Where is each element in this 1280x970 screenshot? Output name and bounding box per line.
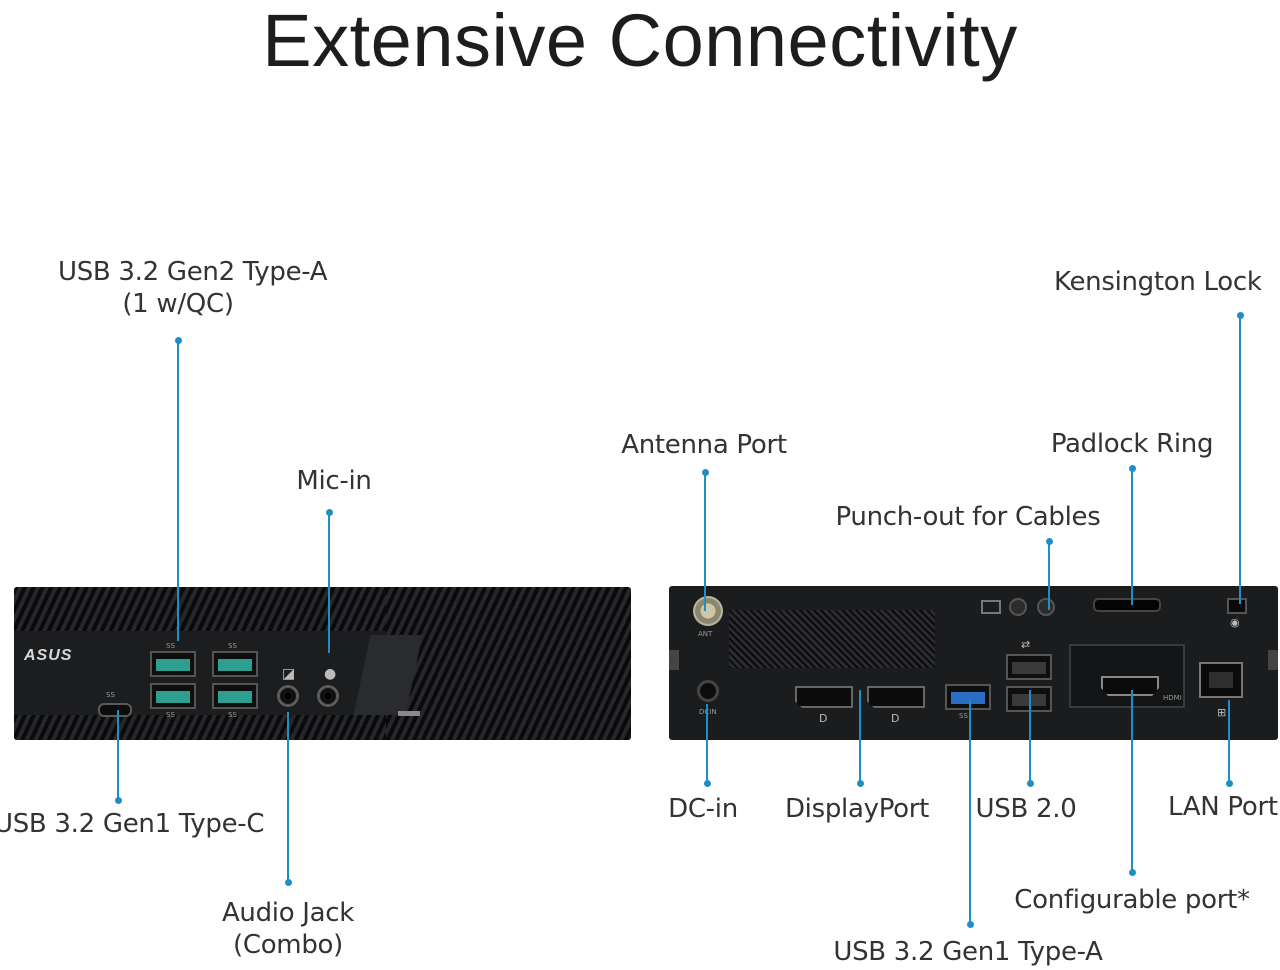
displayport-icon: D bbox=[819, 712, 828, 725]
label-antenna-port: Antenna Port bbox=[621, 430, 787, 460]
label-usb-gen2: USB 3.2 Gen2 Type-A (1 w/QC) bbox=[58, 257, 328, 319]
callout-dot bbox=[704, 780, 711, 787]
callout-dot bbox=[1129, 869, 1136, 876]
callout-line bbox=[117, 710, 119, 800]
callout-dot bbox=[175, 337, 182, 344]
label-mic-in: Mic-in bbox=[296, 466, 372, 496]
rear-vent bbox=[729, 610, 935, 668]
usb-gen2-port-3 bbox=[150, 683, 196, 709]
punch-out-slot bbox=[981, 600, 1001, 614]
callout-line bbox=[1131, 469, 1133, 605]
usb-gen2-port-1 bbox=[150, 651, 196, 677]
callout-line bbox=[706, 704, 708, 784]
asus-logo: ASUS bbox=[24, 647, 73, 664]
callout-line bbox=[969, 700, 971, 924]
power-indicator bbox=[398, 711, 420, 716]
padlock-ring bbox=[1093, 598, 1161, 612]
usb-ss-icon: SS bbox=[228, 642, 237, 650]
punch-out-hole bbox=[1009, 598, 1027, 616]
callout-dot bbox=[115, 797, 122, 804]
label-dc-in: DC-in bbox=[668, 794, 738, 824]
front-panel-device: ASUS SS SS SS SS SS ◪ ● bbox=[14, 587, 631, 740]
usb-ss-icon: SS bbox=[166, 711, 175, 719]
audio-combo-jack bbox=[277, 685, 299, 707]
microphone-icon: ● bbox=[324, 666, 337, 682]
label-audio-jack: Audio Jack (Combo) bbox=[221, 898, 355, 960]
lan-port-inner bbox=[1209, 672, 1233, 688]
callout-dot bbox=[702, 469, 709, 476]
callout-dot bbox=[1046, 538, 1053, 545]
usb-gen2-port-4 bbox=[212, 683, 258, 709]
displayport-2 bbox=[867, 686, 925, 708]
network-icon: ⊞ bbox=[1217, 706, 1227, 719]
rear-panel-device: ANT DCIN D D SS ⇄ ◉ HDMI ⊞ bbox=[669, 586, 1278, 740]
headphone-icon: ◪ bbox=[282, 666, 296, 682]
label-usb-typec: USB 3.2 Gen1 Type-C bbox=[0, 809, 265, 839]
mic-jack bbox=[317, 685, 339, 707]
callout-line bbox=[1228, 700, 1230, 784]
callout-dot bbox=[285, 879, 292, 886]
callout-dot bbox=[1129, 465, 1136, 472]
usb-ss-icon: SS bbox=[228, 711, 237, 719]
callout-line bbox=[1131, 690, 1133, 872]
callout-line bbox=[859, 690, 861, 784]
hdmi-port bbox=[1101, 676, 1159, 696]
label-kensington-lock: Kensington Lock bbox=[1054, 267, 1262, 297]
callout-line bbox=[704, 473, 706, 611]
label-displayport: DisplayPort bbox=[784, 794, 930, 824]
label-usb-2: USB 2.0 bbox=[975, 794, 1077, 824]
rear-side-rail bbox=[669, 650, 679, 670]
label-usb-gen1-typea: USB 3.2 Gen1 Type-A bbox=[833, 937, 1103, 967]
usb-typec-ss-icon: SS bbox=[106, 691, 115, 699]
callout-line bbox=[1239, 316, 1241, 604]
usb-ss-icon: SS bbox=[166, 642, 175, 650]
label-configurable-port: Configurable port* bbox=[1014, 885, 1250, 915]
displayport-icon: D bbox=[891, 712, 900, 725]
callout-dot bbox=[1226, 780, 1233, 787]
callout-dot bbox=[857, 780, 864, 787]
punch-out-hole-2 bbox=[1037, 598, 1055, 616]
callout-line bbox=[328, 513, 330, 653]
kensington-slot bbox=[1227, 598, 1247, 614]
usb2-port-1 bbox=[1006, 654, 1052, 680]
dc-in-jack bbox=[697, 680, 719, 702]
label-padlock-ring: Padlock Ring bbox=[1050, 429, 1214, 459]
usb-gen1-typea-port bbox=[945, 684, 991, 710]
antenna-connector bbox=[693, 596, 723, 626]
label-punch-out: Punch-out for Cables bbox=[835, 502, 1101, 532]
callout-line bbox=[177, 341, 179, 641]
front-vent-right bbox=[386, 587, 631, 740]
displayport-1 bbox=[795, 686, 853, 708]
label-lan-port: LAN Port bbox=[1168, 792, 1278, 822]
page-title: Extensive Connectivity bbox=[262, 0, 1018, 82]
antenna-label-icon: ANT bbox=[698, 630, 713, 638]
rear-side-rail-right bbox=[1268, 650, 1278, 670]
callout-dot bbox=[967, 921, 974, 928]
callout-dot bbox=[1027, 780, 1034, 787]
usb-gen2-port-2 bbox=[212, 651, 258, 677]
hdmi-icon: HDMI bbox=[1163, 694, 1182, 702]
lock-icon: ◉ bbox=[1230, 616, 1240, 629]
callout-line bbox=[1048, 542, 1050, 610]
usb-icon: ⇄ bbox=[1021, 638, 1031, 651]
callout-dot bbox=[326, 509, 333, 516]
callout-line bbox=[1029, 690, 1031, 784]
usb-typec-port bbox=[98, 703, 132, 717]
callout-dot bbox=[1237, 312, 1244, 319]
callout-line bbox=[287, 712, 289, 882]
usb-ss-icon: SS bbox=[959, 712, 968, 720]
